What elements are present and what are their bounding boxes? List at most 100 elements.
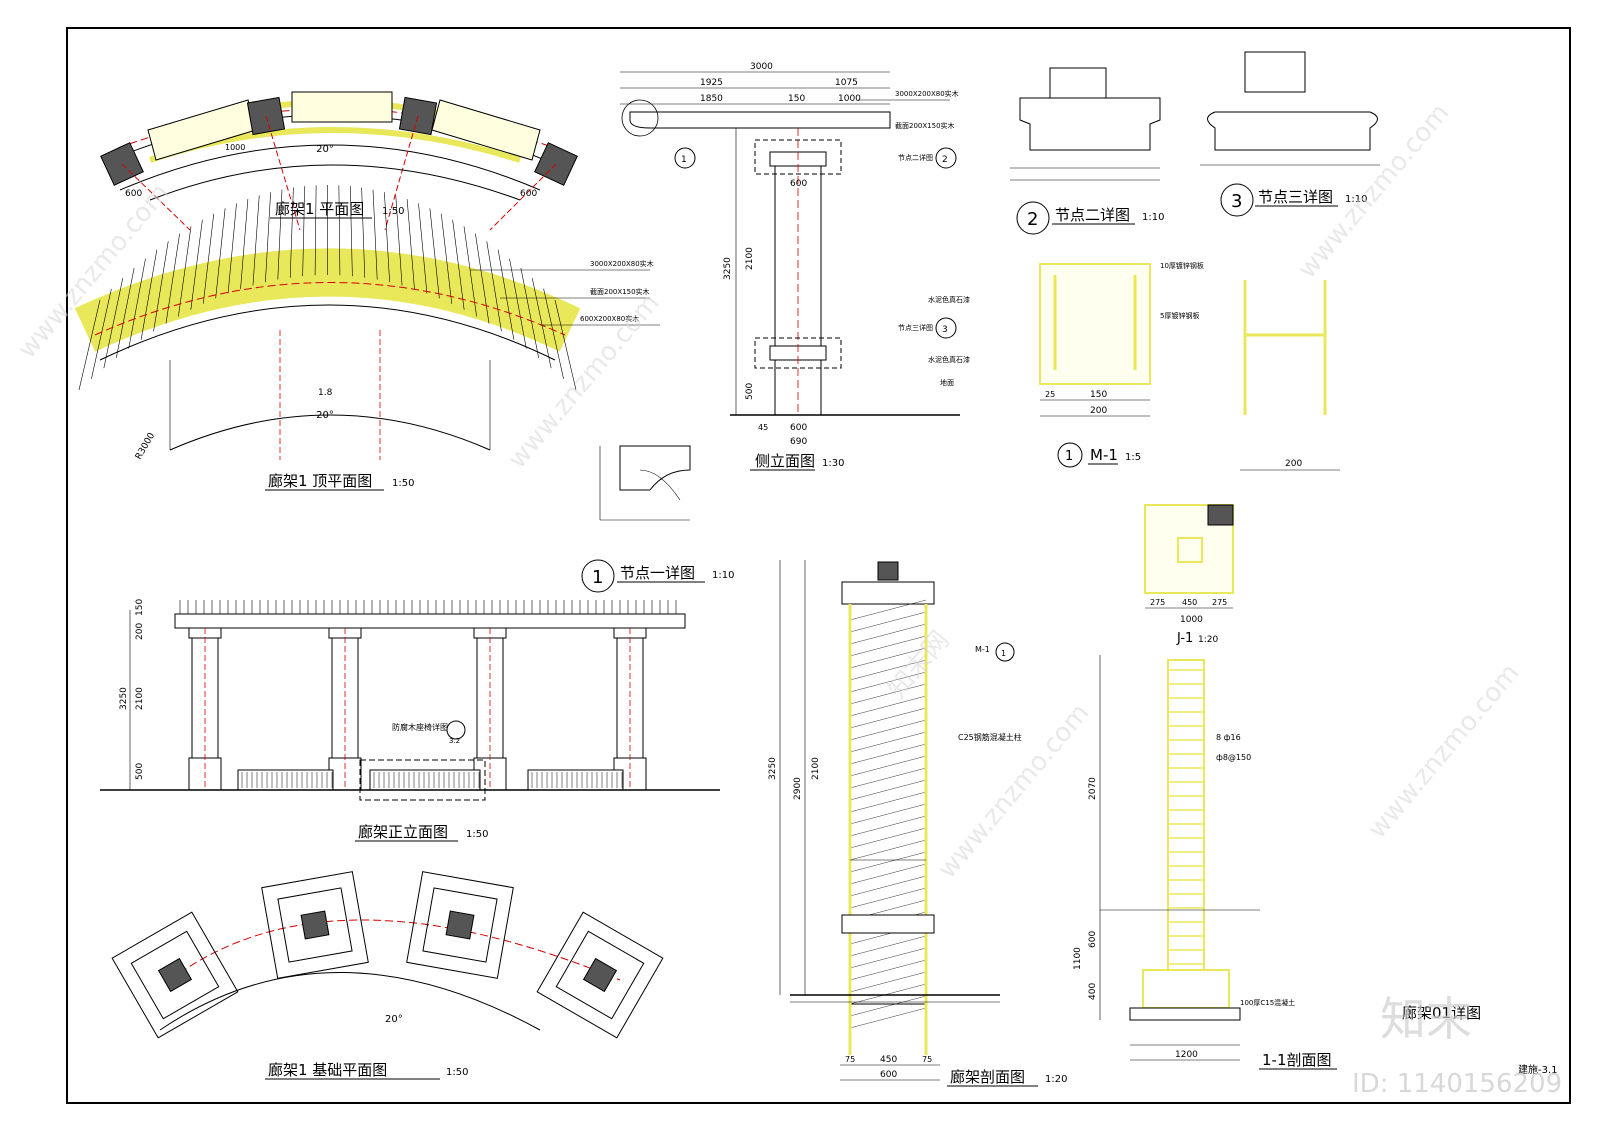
section-1-1-title: 1-1剖面图 [1262,1051,1332,1069]
foundation-angle: 20° [385,1014,403,1025]
side-dim-1850: 1850 [700,94,723,104]
side-elev-scale: 1:30 [822,458,844,469]
s11-dim-1100: 1100 [1073,947,1083,970]
plan-view: 20° 600 600 1000 廊架1 平面图 1:50 [100,91,578,231]
side-elevation: 3000 1925 1075 1850 150 1000 3250 2100 5… [620,62,970,471]
j1-dim-275-right: 275 [1212,598,1227,607]
side-dim-1000: 1000 [838,94,861,104]
watermark-site-3: www.znzmo.com [932,698,1095,884]
section-m1-ref-number: 1 [1001,649,1006,658]
m1-dim-200: 200 [1090,406,1107,416]
node2-number: 2 [1027,209,1038,230]
s11-note-rebar: 8 ф16 [1216,733,1241,742]
watermark-site-5: www.znzmo.com [1362,658,1525,844]
section-dim-2100: 2100 [811,757,821,780]
node2-title: 节点二详图 [1055,206,1130,224]
plan-dim-600-right: 600 [520,189,537,199]
j1-detail: 275 450 275 1000 J-1 1:20 [1144,504,1234,646]
front-bench-ref: 3.2 [449,737,460,745]
section-note-m1: M-1 [975,645,990,654]
watermark-logo: 知末 [1380,992,1472,1046]
node1-number: 1 [592,567,603,588]
node2-detail: 2 节点二详图 1:10 [1010,67,1164,235]
j1-title: J-1 [1176,631,1193,646]
j1-dim-275-left: 275 [1150,598,1165,607]
section-dim-450: 450 [880,1055,897,1065]
plan-angle-label: 20° [316,144,334,155]
m1-title: M-1 [1090,446,1118,464]
top-plan-note-beam: 3000X200X80实木 [590,259,654,268]
side-dim-600-bottom: 600 [790,423,807,433]
foundation-plan: 20° 廊架1 基础平面图 1:50 [111,871,664,1080]
s11-dim-2070: 2070 [1088,777,1098,800]
top-plan-scale: 1:50 [392,478,414,489]
j1-dim-1000: 1000 [1180,615,1203,625]
m1-detail: 150 200 25 10厚镀锌钢板 5厚镀锌钢板 200 1 M-1 1:5 [1039,261,1340,471]
side-dim-3000: 3000 [750,62,773,72]
column-section: 3250 2900 2100 C25钢筋混凝土柱 M-1 1 450 75 75… [768,560,1067,1087]
section-dim-2900: 2900 [793,777,803,800]
foundation-title: 廊架1 基础平面图 [268,1061,387,1079]
front-elev-scale: 1:50 [466,829,488,840]
plan-title: 廊架1 平面图 [275,200,364,218]
top-plan-view: 20° R3000 1.8 3000X200X80实木 截面200X150实木 … [74,185,660,491]
j1-scale: 1:20 [1198,635,1218,645]
section-dim-75-right: 75 [922,1055,932,1064]
m1-note-plate5: 5厚镀锌钢板 [1160,311,1199,320]
section-dim-3250: 3250 [768,757,778,780]
side-note-node3: 节点三详图 [898,323,933,332]
j1-dim-450: 450 [1182,598,1197,607]
side-note-ground: 地面 [940,378,954,387]
side-note-node2: 节点二详图 [898,153,933,162]
s11-note-base: 100厚C15混凝土 [1240,998,1295,1007]
node3-number: 3 [1231,191,1242,212]
side-dim-500: 500 [745,383,755,400]
side-note-stone1: 水泥色真石漆 [928,295,970,304]
m1-note-plate10: 10厚镀锌钢板 [1160,261,1204,270]
sheet-number: 建施-3.1 [1518,1063,1558,1076]
side-dim-150: 150 [788,94,805,104]
sheet-title: 廊架01详图 [1402,1004,1481,1022]
front-dim-150: 150 [135,599,145,616]
side-dim-1075: 1075 [835,78,858,88]
side-node2-ref: 2 [942,155,948,165]
watermark-id: ID: 1140156209 [1352,1069,1562,1099]
top-plan-radius: R3000 [134,431,157,461]
m1-dim-25: 25 [1045,390,1055,399]
front-dim-3250: 3250 [119,687,129,710]
section-1-1: 2070 600 1100 400 8 ф16 ф8@150 100厚C15混凝… [1073,655,1337,1070]
side-dim-1925: 1925 [700,78,723,88]
s11-note-stirrup: ф8@150 [1216,753,1251,762]
sheet-border [66,27,1571,1104]
s11-dim-1200: 1200 [1175,1050,1198,1060]
plan-dim-1000: 1000 [225,143,245,152]
s11-dim-400: 400 [1088,983,1098,1000]
top-plan-note-short: 600X200X80实木 [580,314,639,323]
front-elevation: 3250 2100 500 200 150 防腐木座椅详图 3.2 廊架正立面图… [100,599,720,842]
foundation-scale: 1:50 [446,1067,468,1078]
s11-dim-600: 600 [1088,931,1098,948]
front-dim-500: 500 [135,763,145,780]
node3-title: 节点三详图 [1258,188,1333,206]
front-dim-200: 200 [135,623,145,640]
node2-scale: 1:10 [1142,212,1164,223]
side-dim-3250: 3250 [723,257,733,280]
m1-scale: 1:5 [1125,452,1141,463]
section-note-concrete: C25钢筋混凝土柱 [958,732,1022,742]
section-dim-75-left: 75 [845,1055,855,1064]
section-scale: 1:20 [1045,1074,1067,1085]
section-title: 廊架剖面图 [950,1068,1025,1086]
side-note-beam2: 截面200X150实木 [895,121,955,130]
side-node1-ref: 1 [681,155,687,165]
plan-dim-600-left: 600 [125,189,142,199]
node3-scale: 1:10 [1345,194,1367,205]
top-plan-title: 廊架1 顶平面图 [268,472,372,490]
m1-dim-150: 150 [1090,390,1107,400]
node3-detail: 3 节点三详图 1:10 [1200,51,1380,217]
front-bench-note: 防腐木座椅详图 [392,722,448,732]
side-note-beam1: 3000X200X80实木 [895,89,959,98]
top-plan-angle: 20° [316,410,334,421]
node1-scale: 1:10 [712,570,734,581]
top-plan-note-section: 截面200X150实木 [590,287,650,296]
top-plan-spacing: 1.8 [318,388,333,398]
